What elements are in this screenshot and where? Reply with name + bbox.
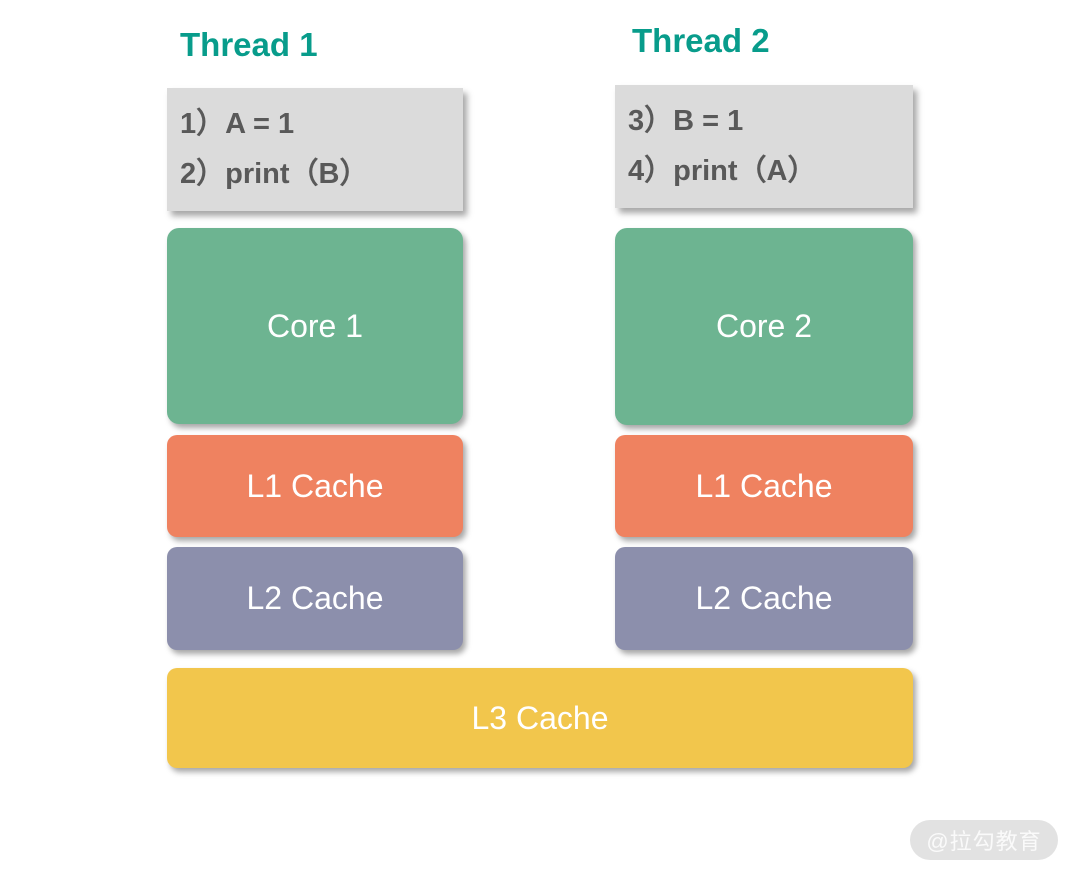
thread-1-code-line-2: 2）print（B）: [180, 157, 369, 190]
l3-cache-box: L3 Cache: [167, 668, 913, 768]
watermark-badge: @拉勾教育: [910, 820, 1058, 860]
thread-2-code-block: 3）B = 1 4）print（A）: [615, 85, 913, 208]
core-2-box: Core 2: [615, 228, 913, 425]
thread-1-code-line-1: 1）A = 1: [180, 108, 295, 141]
core-1-l1-cache-box: L1 Cache: [167, 435, 463, 537]
core-1-l2-cache-box: L2 Cache: [167, 547, 463, 650]
thread-1-title: Thread 1: [180, 26, 318, 63]
thread-2-code-line-1: 3）B = 1: [628, 105, 744, 138]
core-2-l1-cache-box: L1 Cache: [615, 435, 913, 537]
thread-2-code-line-2: 4）print（A）: [628, 154, 817, 187]
thread-2-title: Thread 2: [632, 22, 770, 59]
core-2-l2-cache-box: L2 Cache: [615, 547, 913, 650]
core-1-box: Core 1: [167, 228, 463, 424]
thread-1-code-block: 1）A = 1 2）print（B）: [167, 88, 463, 211]
